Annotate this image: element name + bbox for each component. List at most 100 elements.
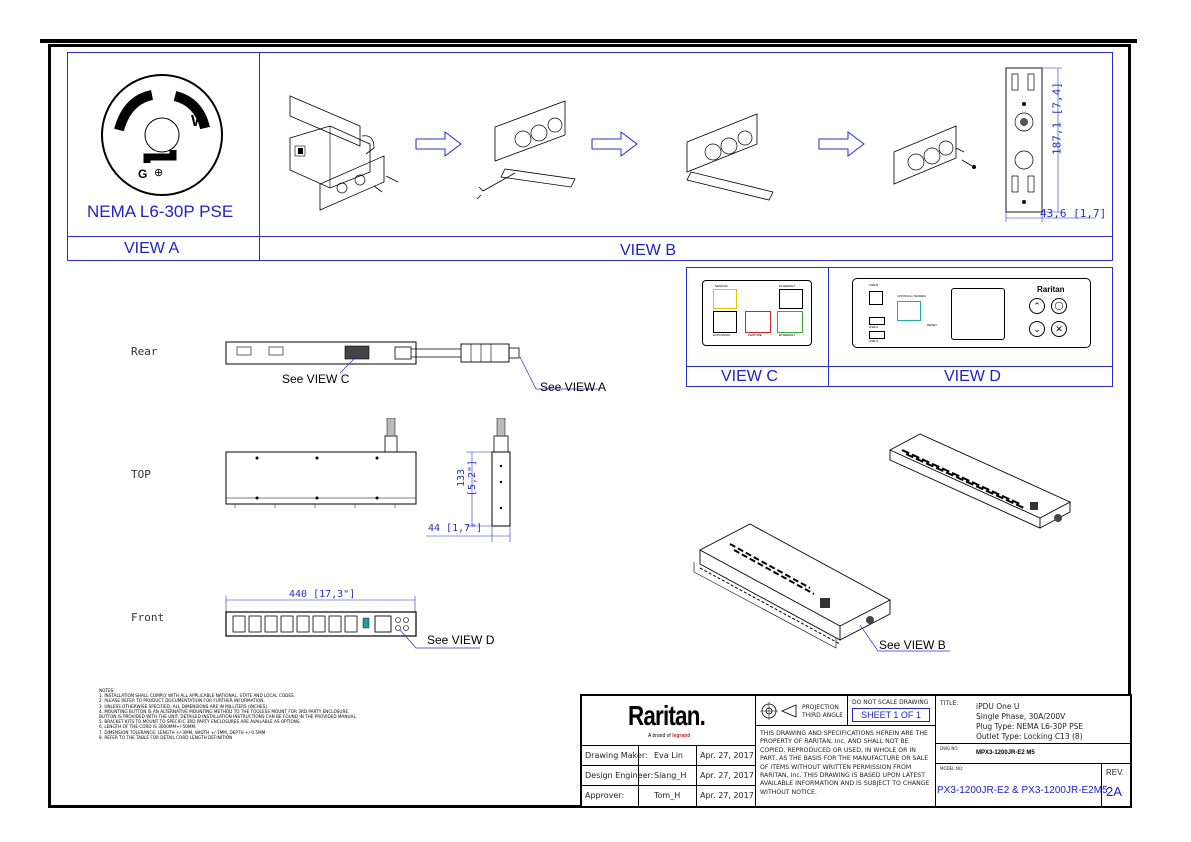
plug-type-label: NEMA L6-30P PSE — [87, 202, 234, 221]
arrow-3-icon — [818, 131, 865, 157]
isometric-front-drawing — [693, 523, 891, 649]
logo-cell: Raritan. A brand of legrand — [582, 696, 756, 746]
note-7: 7. DIMENSION TOLERANCE: LENGTH +/-3MM, W… — [99, 729, 266, 735]
approver-row: Approver: Tom_H Apr. 27, 2017 — [582, 786, 756, 806]
raritan-logo: Raritan. — [628, 700, 706, 731]
maker-row: Drawing Maker: Eva Lin Apr. 27, 2017 — [582, 746, 756, 766]
sheet-top-bar — [40, 39, 1137, 43]
install-step-2-drawing — [476, 100, 576, 200]
usb-a-label-2: USB-A — [869, 339, 879, 343]
plug-letter-g: G — [138, 167, 148, 181]
console-port — [897, 301, 921, 321]
note-4b: BUTTON IS PROVIDED WITH THE UNIT. DETAIL… — [99, 714, 358, 720]
see-view-a-callout: See VIEW A — [540, 380, 607, 394]
top-view-drawing — [225, 418, 417, 508]
cancel-button-icon: ✕ — [1051, 321, 1067, 337]
dwg-no-label: DWG NO: — [940, 746, 959, 751]
general-notes: NOTES: 1. INSTALLATION SHALL COMPLY WITH… — [99, 688, 357, 740]
approver-date: Apr. 27, 2017 — [700, 791, 754, 800]
sensor-port-label: SENSOR — [715, 284, 728, 288]
projection-line1: PROJECTION — [802, 704, 839, 711]
model-no-value: PX3-1200JR-E2 & PX3-1200JR-E2M5 — [937, 785, 1108, 796]
front-view-label: Front — [131, 611, 165, 624]
maker-label: Drawing Maker: — [585, 751, 648, 760]
title-line-2: Single Phase, 30A/200V — [976, 712, 1066, 721]
third-angle-projection-icon — [760, 702, 797, 720]
title-line-1: iPDU One U — [976, 702, 1020, 711]
isometric-leader-line — [860, 625, 950, 652]
ethernet2-port-label: ETHERNET — [779, 333, 796, 337]
front-leader-line — [400, 630, 480, 649]
reset-label: RESET — [927, 323, 938, 327]
install-step-3-drawing — [686, 113, 774, 201]
maker-date: Apr. 27, 2017 — [700, 751, 754, 760]
rear-leader-lines — [339, 355, 600, 390]
usb-b-label: USB-B — [869, 283, 879, 287]
feature-port — [745, 311, 771, 333]
view-b-panel — [259, 52, 1113, 261]
note-5: 5. BRACKET KITS TO MOUNT TO SPECIFIC 3RD… — [99, 719, 301, 725]
rev-value: 2A — [1106, 784, 1122, 799]
note-4: 4. MOUNTING BUTTON IS AN ALTERNATIVE MOU… — [99, 708, 350, 714]
engineer-date: Apr. 27, 2017 — [700, 771, 754, 780]
arrow-2-icon — [591, 131, 638, 157]
arrow-1-icon — [415, 131, 462, 157]
model-no-cell: MODEL NO: PX3-1200JR-E2 & PX3-1200JR-E2M… — [936, 764, 1108, 806]
down-button-icon: ⌄ — [1029, 321, 1045, 337]
tagline-prefix: A brand of — [648, 733, 671, 739]
projection-line2: THIRD ANGLE — [802, 712, 844, 719]
sheet-cell: DO NOT SCALE DRAWING SHEET 1 OF 1 — [848, 696, 936, 726]
usb-b-port — [869, 291, 883, 305]
ground-symbol-icon: ⊕ — [154, 167, 164, 179]
isometric-rear-drawing — [888, 433, 1072, 529]
model-no-label: MODEL NO: — [940, 766, 964, 771]
view-c-label: VIEW C — [721, 368, 778, 385]
side-height-dimension: 133 [5,2"] — [456, 459, 478, 497]
note-2: 2. PLEASE REFER TO PRODUCT DOCUMENTATION… — [99, 698, 265, 704]
rear-view-drawing — [225, 341, 520, 365]
up-button-icon: ⌃ — [1029, 298, 1045, 314]
do-not-scale: DO NOT SCALE DRAWING — [852, 699, 929, 706]
plug-letter-w: W — [191, 113, 207, 130]
note-6: 6. LENGTH OF THE CORD IS 3000MM+/-50MM. — [99, 724, 197, 730]
title-cell: TITLE: iPDU One U Single Phase, 30A/200V… — [936, 696, 1130, 744]
see-view-c-callout: See VIEW C — [282, 372, 350, 386]
sheet-number-text: SHEET 1 OF 1 — [861, 710, 921, 720]
brand-tagline: A brand of legrand — [648, 733, 690, 739]
note-8: 8. REFER TO THE TABLE FOR DETAIL CORD LE… — [99, 734, 233, 740]
engineer-label: Design Engineer: — [585, 771, 654, 780]
notes-title: NOTES: — [99, 688, 115, 693]
view-a-label: VIEW A — [124, 240, 180, 257]
engineer-name: Siang_H — [654, 771, 687, 780]
side-depth-dimension: 44 [1,7"] — [428, 523, 483, 534]
maker-name: Eva Lin — [654, 751, 683, 760]
view-b-label: VIEW B — [620, 242, 677, 259]
note-1: 1. INSTALLATION SHALL COMPLY WITH ALL AP… — [99, 693, 296, 699]
disclaimer-cell: THIS DRAWING AND SPECIFICATIONS HEREIN A… — [756, 726, 936, 806]
nema-plug-face-icon — [101, 74, 223, 196]
usb-a-port-2 — [869, 331, 885, 339]
title-line-4: Outlet Type: Locking C13 (8) — [976, 732, 1083, 741]
sheet-number: SHEET 1 OF 1 — [852, 708, 930, 722]
console-port-label: CONSOLE / MODEM — [897, 294, 926, 298]
install-step-4-drawing — [893, 125, 976, 185]
install-step-1-drawing — [289, 95, 399, 211]
expansion-port-label: EXPANSION — [713, 333, 731, 337]
bracket-height-dimension: 187,1 [7,4] — [1050, 82, 1064, 155]
title-block: Raritan. A brand of legrand Drawing Make… — [580, 694, 1132, 808]
note-3: 3. UNLESS OTHERWISE SPECIFIED, ALL DIMEN… — [99, 703, 269, 709]
rear-view-label: Rear — [131, 345, 158, 358]
brand-label: Raritan — [1037, 285, 1065, 294]
view-d-label: VIEW D — [944, 368, 1001, 385]
approver-label: Approver: — [585, 791, 625, 800]
bracket-width-dimension: 43,6 [1,7] — [1040, 207, 1107, 220]
bracket-front-view-drawing — [1005, 67, 1096, 222]
disclaimer-text: THIS DRAWING AND SPECIFICATIONS HEREIN A… — [760, 730, 930, 796]
rev-cell: REV. 2A — [1102, 764, 1130, 806]
dwg-no-value: MPX3-1200JR-E2 M5 — [976, 750, 1035, 756]
feature-port-label: FEATURE — [748, 333, 762, 337]
title-label: TITLE: — [940, 700, 959, 707]
sensor-port — [713, 289, 737, 309]
expansion-port — [713, 311, 737, 333]
front-width-dimension: 440 [17,3"] — [289, 589, 356, 600]
